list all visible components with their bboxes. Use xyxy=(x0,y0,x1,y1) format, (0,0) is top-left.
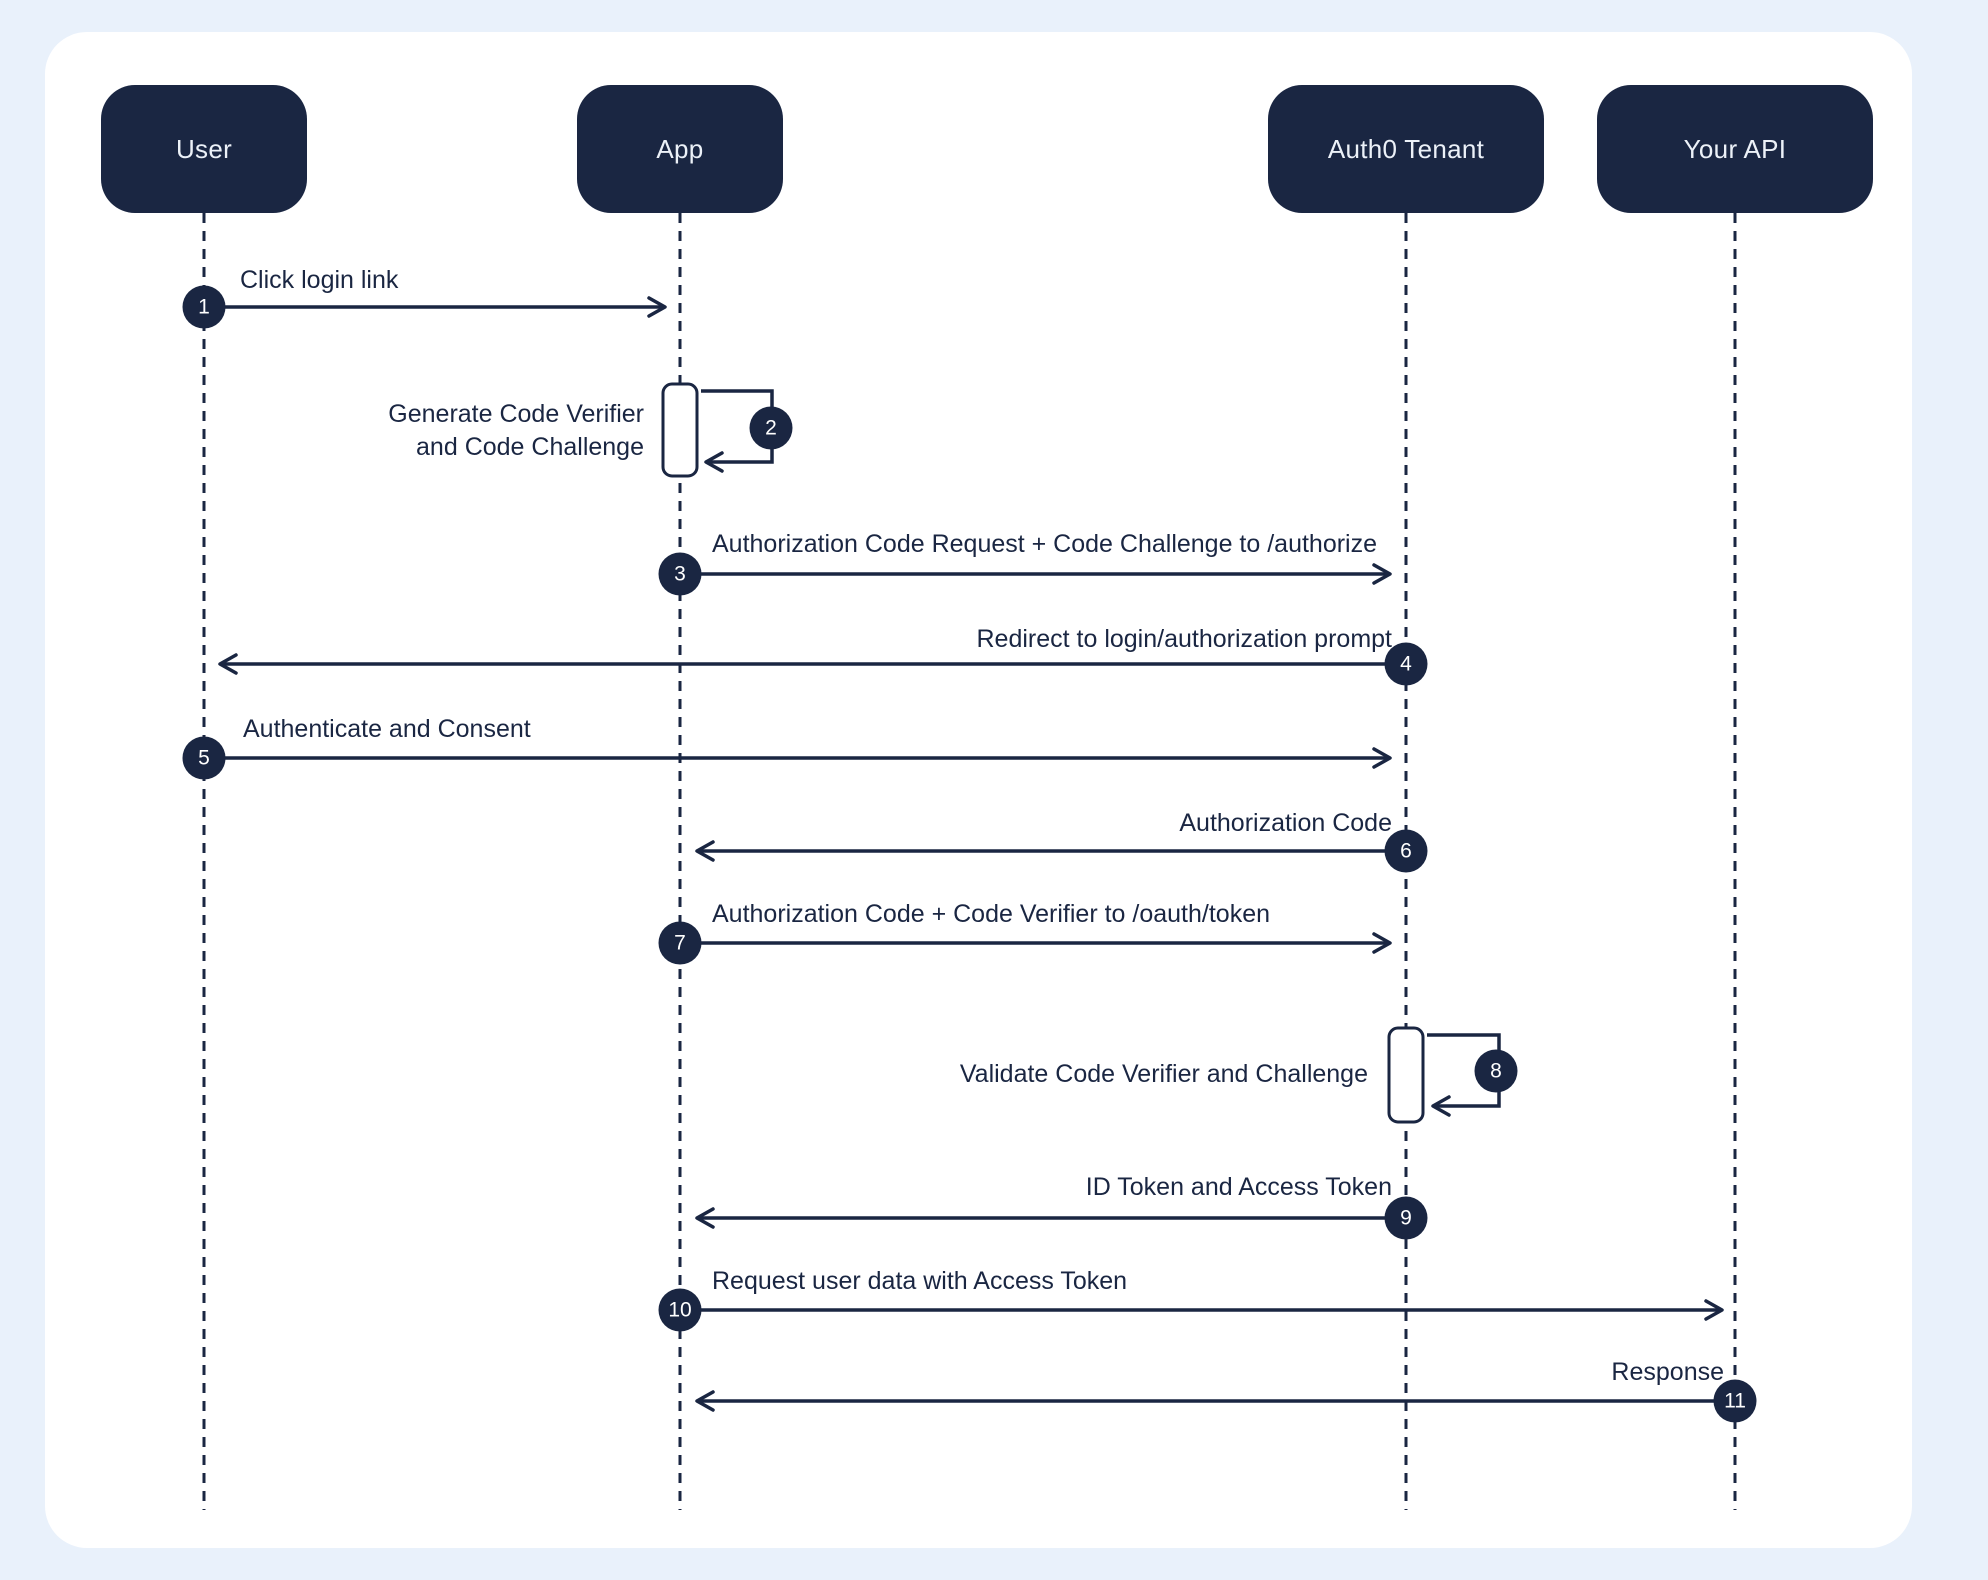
actor-auth0-tenant-label: Auth0 Tenant xyxy=(1327,133,1485,164)
message-label-2-line-2: and Code Challenge xyxy=(416,433,644,461)
actor-user: User xyxy=(101,85,307,213)
message-number-7: 7 xyxy=(658,921,702,965)
message-number-9: 9 xyxy=(1384,1196,1428,1240)
actor-your-api-label: Your API xyxy=(1683,133,1787,164)
message-label-2-line-1: Generate Code Verifier xyxy=(388,400,644,428)
message-label-4: Redirect to login/authorization prompt xyxy=(976,625,1392,653)
message-number-1: 1 xyxy=(182,285,226,329)
message-number-2: 2 xyxy=(749,406,793,450)
message-number-6: 6 xyxy=(1384,829,1428,873)
message-label-1: Click login link xyxy=(240,266,399,294)
message-label-11: Response xyxy=(1611,1358,1724,1386)
message-label-5: Authenticate and Consent xyxy=(243,715,531,743)
message-label-3: Authorization Code Request + Code Challe… xyxy=(712,530,1378,558)
message-number-10: 10 xyxy=(658,1288,702,1332)
message-number-8: 8 xyxy=(1474,1049,1518,1093)
message-number-11: 11 xyxy=(1713,1379,1757,1423)
message-label-6: Authorization Code xyxy=(1179,809,1392,837)
message-label-7: Authorization Code + Code Verifier to /o… xyxy=(712,900,1270,928)
diagram-card xyxy=(45,32,1912,1548)
message-label-8: Validate Code Verifier and Challenge xyxy=(959,1060,1368,1088)
message-number-3: 3 xyxy=(658,552,702,596)
actor-app-label: App xyxy=(656,133,704,164)
message-number-5: 5 xyxy=(182,736,226,780)
message-number-4: 4 xyxy=(1384,642,1428,686)
actor-user-label: User xyxy=(175,133,233,164)
message-label-10: Request user data with Access Token xyxy=(712,1267,1128,1295)
actor-your-api: Your API xyxy=(1597,85,1873,213)
actor-auth0-tenant: Auth0 Tenant xyxy=(1268,85,1544,213)
actor-app: App xyxy=(577,85,783,213)
message-label-9: ID Token and Access Token xyxy=(1085,1173,1392,1201)
message-label-2: Generate Code Verifier and Code Challeng… xyxy=(388,398,644,464)
